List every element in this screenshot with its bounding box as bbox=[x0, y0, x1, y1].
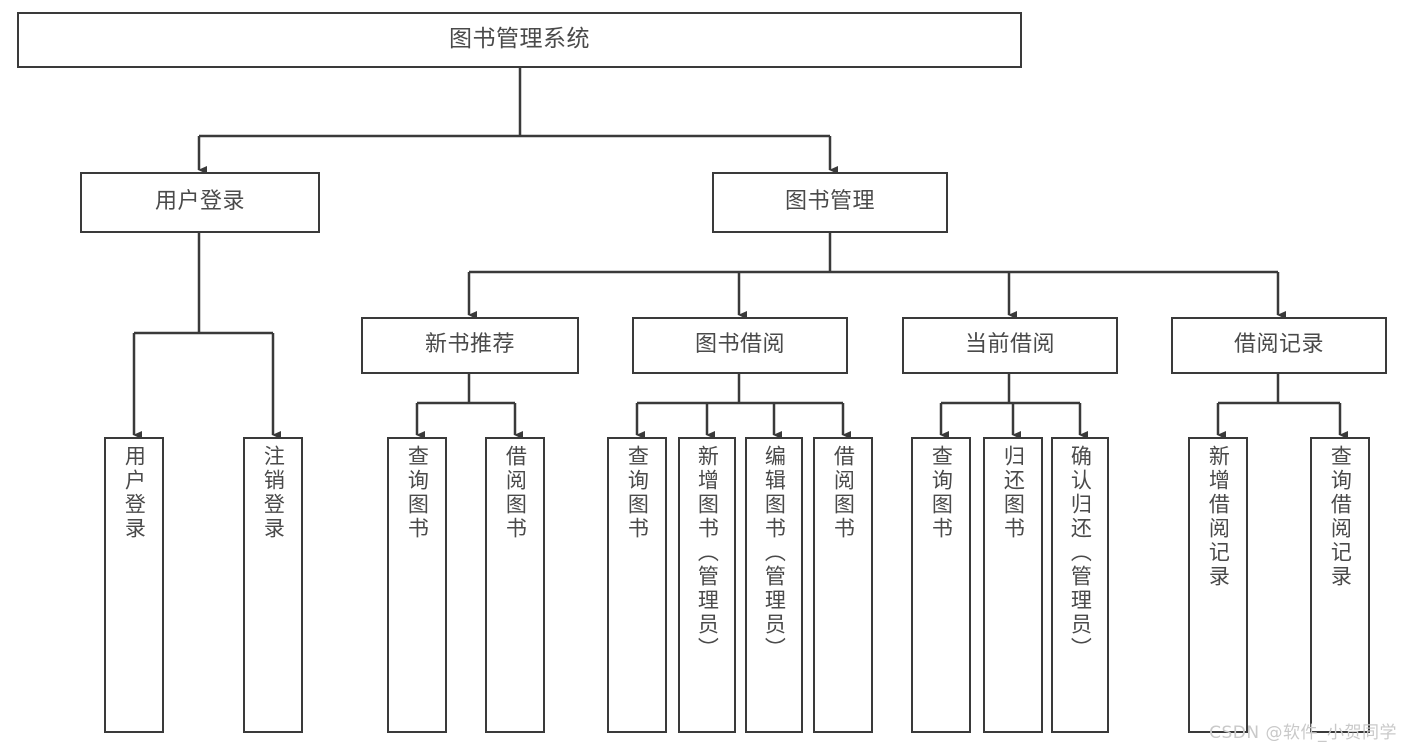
node-level3-2[interactable]: 当前借阅 bbox=[902, 317, 1118, 374]
node-label: 当前借阅 bbox=[964, 332, 1055, 358]
node-label: 新增图书（管理员） bbox=[695, 445, 720, 661]
node-leaf-2[interactable]: 查询图书 bbox=[387, 437, 447, 733]
node-label: 查询图书 bbox=[625, 445, 650, 541]
watermark-text: CSDN @软件_小贺同学 bbox=[1209, 723, 1397, 743]
node-label: 用户登录 bbox=[122, 445, 147, 541]
node-leaf-3[interactable]: 借阅图书 bbox=[485, 437, 545, 733]
node-label: 编辑图书（管理员） bbox=[762, 445, 787, 661]
node-level3-1[interactable]: 图书借阅 bbox=[632, 317, 848, 374]
node-label: 注销登录 bbox=[261, 445, 286, 541]
node-leaf-7[interactable]: 借阅图书 bbox=[813, 437, 873, 733]
node-level3-3[interactable]: 借阅记录 bbox=[1171, 317, 1387, 374]
node-leaf-11[interactable]: 新增借阅记录 bbox=[1188, 437, 1248, 733]
node-level2-1[interactable]: 图书管理 bbox=[712, 172, 948, 233]
node-leaf-10[interactable]: 确认归还（管理员） bbox=[1051, 437, 1109, 733]
node-leaf-4[interactable]: 查询图书 bbox=[607, 437, 667, 733]
node-label: 查询图书 bbox=[929, 445, 954, 541]
node-leaf-6[interactable]: 编辑图书（管理员） bbox=[745, 437, 803, 733]
node-label: 图书借阅 bbox=[694, 332, 785, 358]
node-leaf-1[interactable]: 注销登录 bbox=[243, 437, 303, 733]
node-label: 确认归还（管理员） bbox=[1068, 445, 1093, 661]
node-label: 新书推荐 bbox=[424, 332, 515, 358]
node-label: 图书管理 bbox=[784, 189, 875, 215]
node-label: 查询图书 bbox=[405, 445, 430, 541]
node-label: 用户登录 bbox=[154, 189, 245, 215]
node-leaf-9[interactable]: 归还图书 bbox=[983, 437, 1043, 733]
node-label: 图书管理系统 bbox=[449, 26, 590, 53]
edges bbox=[132, 68, 1348, 439]
node-label: 借阅图书 bbox=[503, 445, 528, 541]
node-level3-0[interactable]: 新书推荐 bbox=[361, 317, 579, 374]
node-label: 借阅图书 bbox=[831, 445, 856, 541]
node-label: 新增借阅记录 bbox=[1206, 445, 1231, 589]
node-label: 查询借阅记录 bbox=[1328, 445, 1353, 589]
node-root[interactable]: 图书管理系统 bbox=[17, 12, 1022, 68]
node-label: 借阅记录 bbox=[1233, 332, 1324, 358]
node-leaf-5[interactable]: 新增图书（管理员） bbox=[678, 437, 736, 733]
node-leaf-0[interactable]: 用户登录 bbox=[104, 437, 164, 733]
node-label: 归还图书 bbox=[1001, 445, 1026, 541]
node-leaf-8[interactable]: 查询图书 bbox=[911, 437, 971, 733]
node-level2-0[interactable]: 用户登录 bbox=[80, 172, 320, 233]
node-leaf-12[interactable]: 查询借阅记录 bbox=[1310, 437, 1370, 733]
